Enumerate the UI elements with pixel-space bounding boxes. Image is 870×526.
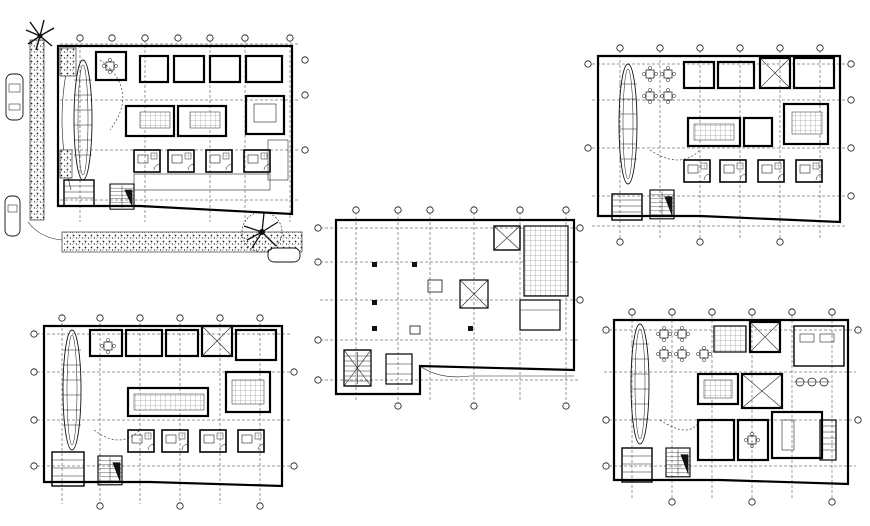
rooms [682, 56, 836, 183]
palm-icon [25, 19, 55, 51]
stair-icon [109, 183, 135, 210]
plan-bottom-left [30, 314, 298, 510]
plan-bottom-right [602, 308, 862, 506]
grid-lines [320, 212, 580, 402]
stair-icon [665, 447, 691, 478]
parking-ring [62, 329, 82, 451]
grid-lines [60, 40, 300, 222]
parking-ring [618, 63, 638, 185]
rooms [94, 50, 289, 191]
plan-top-right [584, 44, 855, 246]
parking-ring [630, 323, 650, 445]
car-icon [5, 73, 24, 121]
plan-center [314, 206, 584, 410]
toilets [519, 225, 569, 331]
gym [793, 325, 845, 387]
grid-lines [32, 318, 290, 504]
car-icon [267, 247, 301, 263]
tree-icon [241, 211, 283, 253]
rooms [696, 320, 837, 462]
dining-tables [656, 326, 712, 362]
open-floor [372, 262, 489, 335]
rooms [88, 324, 278, 453]
stair-icon [97, 455, 123, 486]
dining-tables [642, 66, 676, 104]
plan-top-left [4, 19, 309, 263]
stair-icon [343, 349, 372, 387]
stair-icon [649, 189, 675, 220]
elevator [493, 225, 521, 251]
car-icon [4, 195, 21, 237]
